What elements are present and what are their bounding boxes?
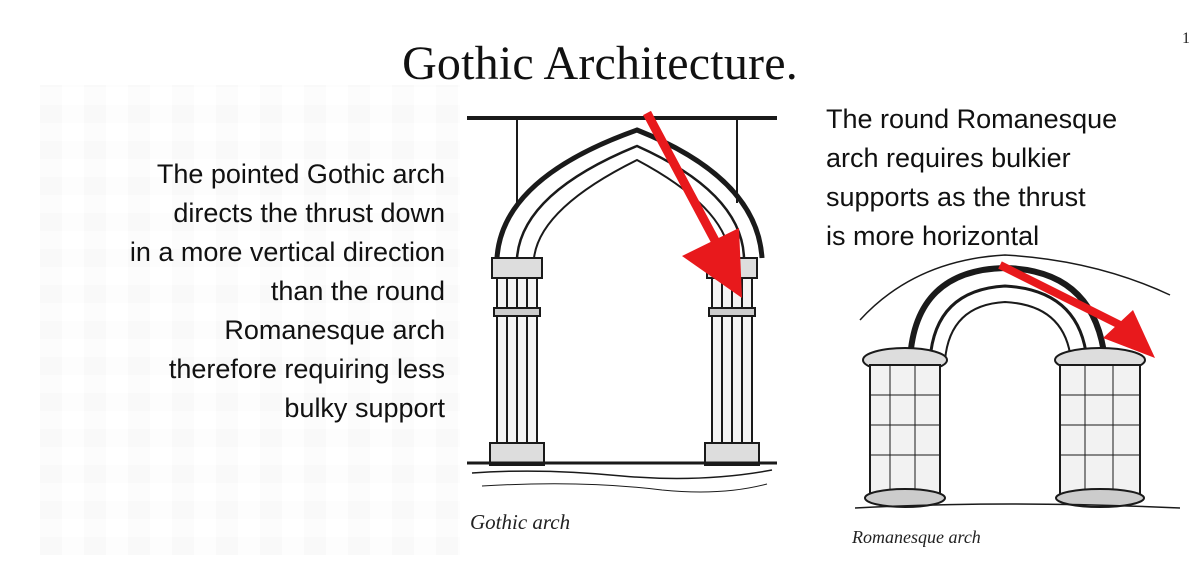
gothic-description-line: Romanesque arch bbox=[224, 315, 445, 345]
gothic-description-line: therefore requiring less bbox=[168, 354, 445, 384]
gothic-description-line: than the round bbox=[270, 276, 445, 306]
gothic-description-line: in a more vertical direction bbox=[129, 237, 445, 267]
gothic-description-line: The pointed Gothic arch bbox=[156, 159, 445, 189]
romanesque-description-line: is more horizontal bbox=[826, 221, 1040, 251]
romanesque-arch-illustration-icon bbox=[855, 254, 1181, 509]
gothic-thrust-arrow bbox=[643, 110, 742, 298]
gothic-description: The pointed Gothic arch directs the thru… bbox=[40, 155, 445, 428]
romanesque-description-line: arch requires bulkier bbox=[826, 143, 1071, 173]
page-number: 1 bbox=[1182, 30, 1190, 47]
romanesque-description-line: supports as the thrust bbox=[826, 182, 1086, 212]
romanesque-arch-figure bbox=[855, 250, 1185, 515]
romanesque-thrust-arrow bbox=[998, 261, 1155, 358]
romanesque-description-line: The round Romanesque bbox=[826, 104, 1118, 134]
gothic-description-line: bulky support bbox=[284, 393, 445, 423]
romanesque-arch-caption: Romanesque arch bbox=[852, 527, 981, 547]
gothic-arch-illustration-icon bbox=[467, 110, 777, 493]
slide-title: Gothic Architecture. bbox=[402, 37, 798, 90]
gothic-arch-figure bbox=[462, 108, 782, 503]
gothic-arch-caption: Gothic arch bbox=[470, 510, 571, 534]
background-texture bbox=[40, 85, 460, 555]
romanesque-description: The round Romanesque arch requires bulki… bbox=[826, 100, 1186, 256]
gothic-description-line: directs the thrust down bbox=[173, 198, 445, 228]
